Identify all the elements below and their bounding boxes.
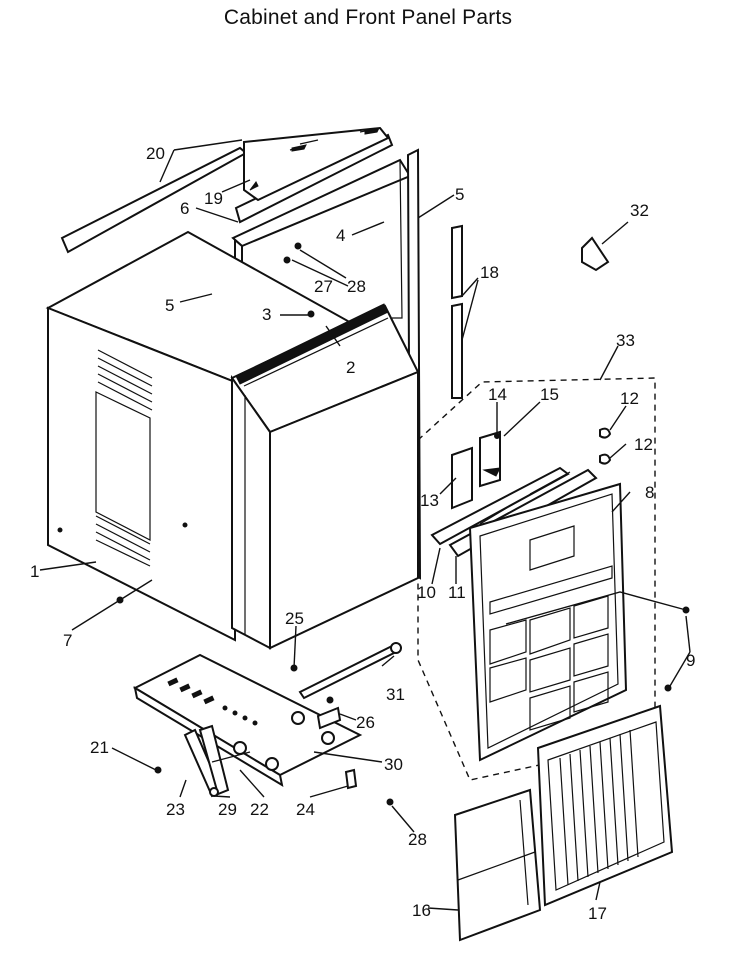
bracket-part	[581, 236, 610, 272]
callout-9: 9	[686, 651, 695, 670]
callout-6: 6	[180, 199, 189, 218]
callout-8: 8	[645, 483, 654, 502]
callout-24: 24	[296, 800, 315, 819]
callout-labels: 20 19 6 4 5 27 28 3 5 2 18 32 33 14 15 1…	[30, 144, 695, 923]
callout-22: 22	[250, 800, 269, 819]
callout-29: 29	[218, 800, 237, 819]
page-title: Cabinet and Front Panel Parts	[223, 6, 513, 29]
small-bracket-part	[344, 768, 358, 790]
callout-2: 2	[346, 358, 355, 377]
screw-parts	[116, 242, 690, 806]
callout-18: 18	[480, 263, 499, 282]
louver-door-part	[451, 430, 501, 510]
callout-16: 16	[412, 901, 431, 920]
filler-strip-part	[451, 224, 463, 399]
callout-33: 33	[616, 331, 635, 350]
callout-17: 17	[588, 904, 607, 923]
callout-5-left: 5	[165, 296, 174, 315]
callout-23: 23	[166, 800, 185, 819]
callout-19: 19	[204, 189, 223, 208]
callout-1: 1	[30, 562, 39, 581]
leader-lines	[39, 139, 691, 911]
callout-26: 26	[356, 713, 375, 732]
callout-15: 15	[540, 385, 559, 404]
side-curtain-part	[453, 788, 542, 942]
seal-strip-part	[243, 126, 390, 202]
callout-30: 30	[384, 755, 403, 774]
callout-3: 3	[262, 305, 271, 324]
callout-28-top: 28	[347, 277, 366, 296]
clip-part	[599, 427, 612, 465]
callout-12-bottom: 12	[634, 435, 653, 454]
callout-31: 31	[386, 685, 405, 704]
support-leg-part	[183, 724, 251, 798]
callout-14: 14	[488, 385, 507, 404]
grille-part	[536, 704, 674, 907]
front-panel-part	[468, 482, 628, 762]
callout-20: 20	[146, 144, 165, 163]
callout-11: 11	[448, 583, 466, 602]
callout-10: 10	[417, 583, 436, 602]
callout-27: 27	[314, 277, 333, 296]
callout-13: 13	[420, 491, 439, 510]
callout-5-right: 5	[455, 185, 464, 204]
callout-21: 21	[90, 738, 109, 757]
callout-25: 25	[285, 609, 304, 628]
callout-12-top: 12	[620, 389, 639, 408]
rod-part	[298, 642, 402, 700]
pan-bracket-part	[316, 706, 342, 730]
callout-28-bottom: 28	[408, 830, 427, 849]
callout-4: 4	[336, 226, 345, 245]
callout-7: 7	[63, 631, 72, 650]
callout-32: 32	[630, 201, 649, 220]
